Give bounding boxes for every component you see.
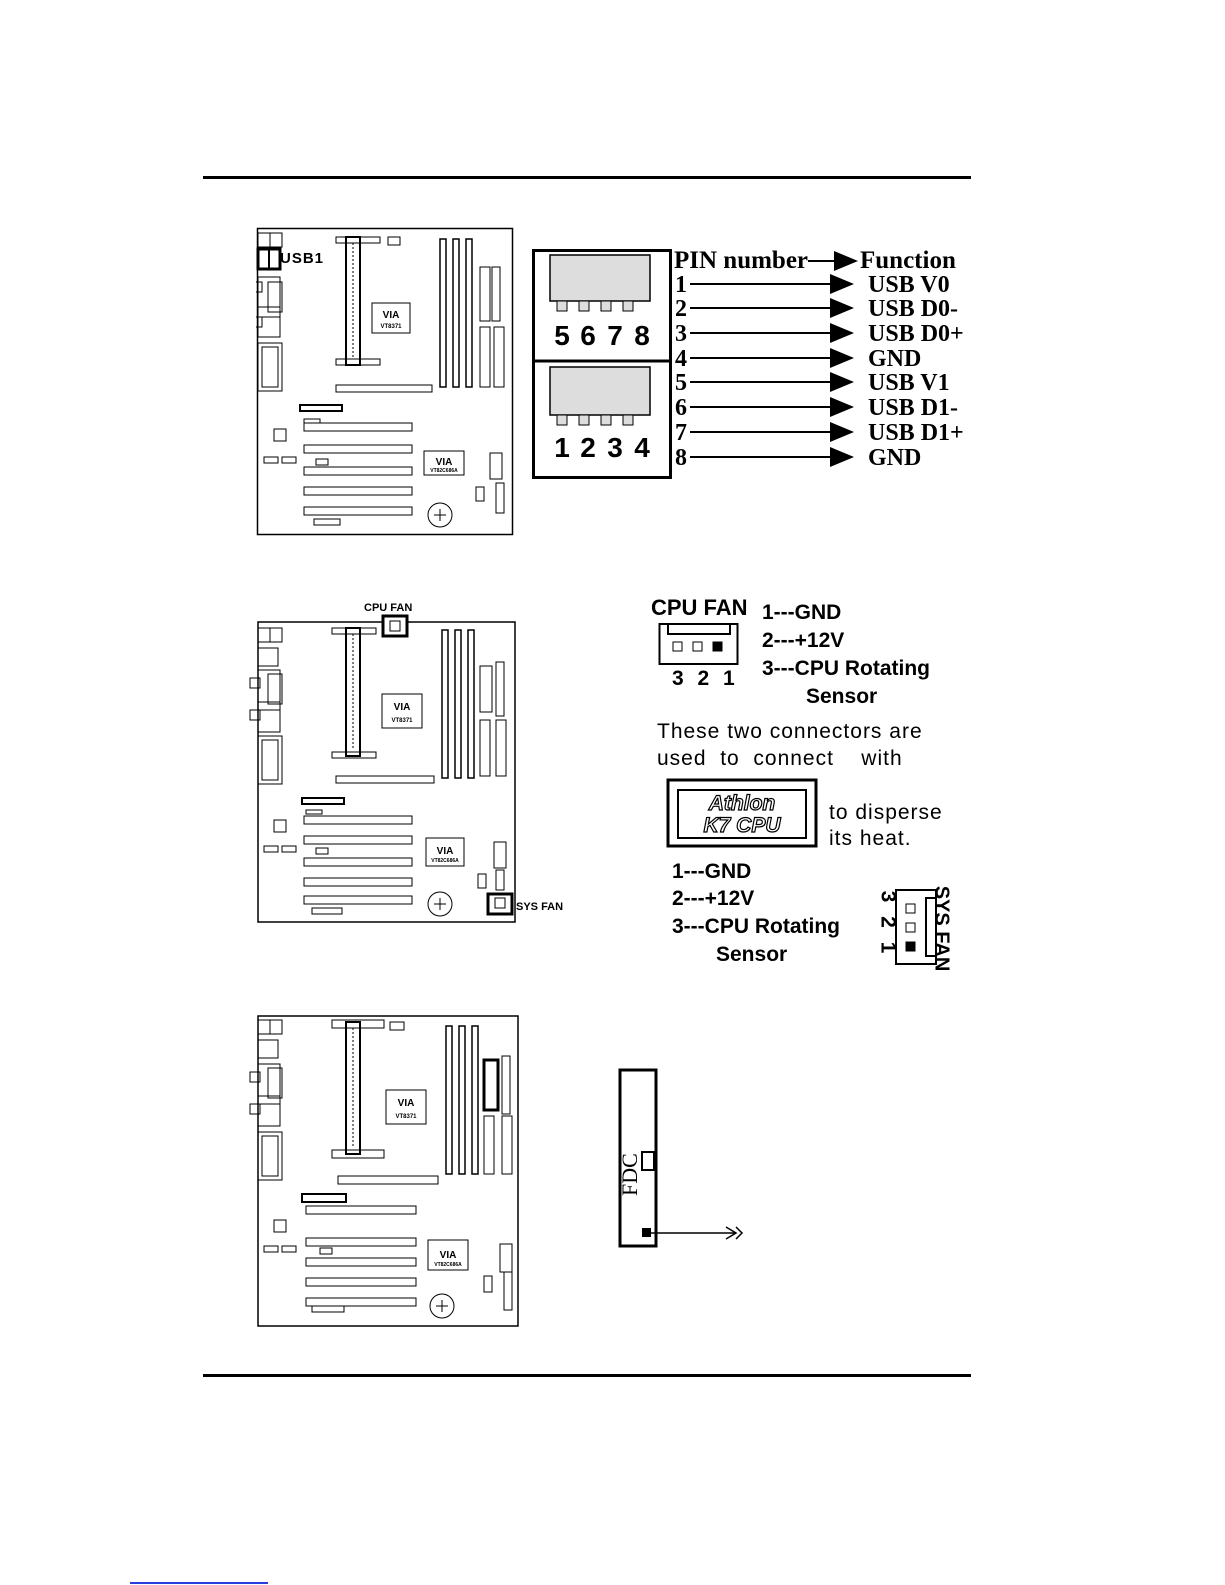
usb-row-7-func: USB D1+ xyxy=(868,420,964,446)
fdc-label: FDC xyxy=(618,1153,642,1196)
cpu-fan-pin-numbers: 3 2 1 xyxy=(672,667,739,690)
south-chip-model: VT82C686A xyxy=(430,468,458,474)
cpu-fan-pin-3: 3---CPU Rotating xyxy=(762,657,930,680)
sys-fan-board-label: SYS FAN xyxy=(516,901,564,913)
cpu-fan-pin-2: 2---+12V xyxy=(762,629,845,652)
usb-pin-function-table: PIN number Function 1 USB V0 2 USB D0- 3… xyxy=(674,247,964,471)
disperse-line-2: its heat. xyxy=(829,827,912,850)
sys-fan-title: SYS FAN xyxy=(930,885,953,972)
north-chip-brand-3: VIA xyxy=(398,1098,415,1109)
usb-row-2-func: USB D0- xyxy=(868,296,958,322)
k7-cpu-label: K7 CPU xyxy=(703,814,781,837)
motherboard-diagram-usb: VIA VT8371 VIA VT82C686A xyxy=(256,227,514,536)
pin-number-header: PIN number xyxy=(674,247,808,274)
footer-link-underline xyxy=(130,1582,268,1584)
usb-row-4-pin: 4 xyxy=(675,346,687,372)
cpu-fan-title: CPU FAN xyxy=(651,595,748,620)
fdc-highlight xyxy=(482,1058,500,1112)
usb-pin-2: 2 xyxy=(580,432,596,463)
usb-row-5-func: USB V1 xyxy=(868,370,950,396)
usb-pin-7: 7 xyxy=(607,320,623,351)
north-chip-brand: VIA xyxy=(383,310,400,321)
motherboard-diagram-fdc: VIA VT8371 VIA VT82C686A xyxy=(249,1015,519,1327)
south-chip-brand-3: VIA xyxy=(440,1250,457,1261)
north-chip-model-2: VT8371 xyxy=(391,718,413,724)
north-chip-model-3: VT8371 xyxy=(395,1114,417,1120)
usb-row-2-pin: 2 xyxy=(675,296,687,322)
top-rule xyxy=(203,176,971,179)
usb-row-6-func: USB D1- xyxy=(868,395,958,421)
usb-row-3-func: USB D0+ xyxy=(868,321,964,347)
south-chip-model-3: VT82C686A xyxy=(434,1262,462,1268)
usb-row-7-pin: 7 xyxy=(675,420,687,446)
usb-pin-8: 8 xyxy=(634,320,650,351)
disperse-line-1: to disperse xyxy=(829,801,943,824)
sys-fan-highlight xyxy=(486,892,514,916)
fan-desc-line-2: used to connect with xyxy=(657,747,903,770)
sys-fan-pin-1: 1---GND xyxy=(672,860,752,883)
function-header: Function xyxy=(860,247,956,274)
usb-pin-5: 5 xyxy=(554,320,570,351)
motherboard-diagram-fans: VIA VT8371 VIA VT82C686A xyxy=(249,614,516,923)
cpu-fan-highlight xyxy=(381,614,409,638)
sys-fan-pin-3: 3---CPU Rotating xyxy=(672,915,840,938)
usb-row-3-pin: 3 xyxy=(675,321,687,347)
usb-row-6-pin: 6 xyxy=(675,395,687,421)
cpu-fan-pin-1: 1---GND xyxy=(762,601,842,624)
sys-fan-pin-2: 2---+12V xyxy=(672,887,755,910)
south-chip-brand-2: VIA xyxy=(437,846,454,857)
usb-row-8-pin: 8 xyxy=(675,445,687,471)
athlon-cpu-badge: Athlon K7 CPU xyxy=(666,778,818,848)
usb-row-4-func: GND xyxy=(868,346,921,372)
south-chip-brand: VIA xyxy=(436,457,453,468)
usb-row-5-pin: 5 xyxy=(675,370,687,396)
bottom-rule xyxy=(203,1374,971,1377)
fan-desc-line-1: These two connectors are xyxy=(657,720,923,743)
fdc-connector-drawing: FDC xyxy=(618,1068,744,1248)
usb1-label: USB1 xyxy=(280,250,325,267)
north-chip-model: VT8371 xyxy=(380,324,402,330)
athlon-label: Athlon xyxy=(708,792,775,815)
usb-row-8-func: GND xyxy=(868,445,921,471)
cpu-fan-board-label: CPU FAN xyxy=(364,602,413,614)
cpu-fan-pin-3-cont: Sensor xyxy=(806,685,878,708)
south-chip-model-2: VT82C686A xyxy=(431,858,459,864)
usb-pin-1: 1 xyxy=(554,432,570,463)
cpu-fan-connector xyxy=(658,623,739,665)
sys-fan-pin-3-cont: Sensor xyxy=(716,943,788,966)
usb-pin-3: 3 xyxy=(607,432,623,463)
usb-connector-drawing: 5 6 7 8 1 2 3 4 xyxy=(532,249,672,479)
sys-fan-connector xyxy=(895,889,937,965)
usb-pin-4: 4 xyxy=(634,432,650,463)
usb-pin-6: 6 xyxy=(580,320,596,351)
north-chip-brand-2: VIA xyxy=(394,702,411,713)
usb-row-1-func: USB V0 xyxy=(868,272,950,298)
usb-row-1-pin: 1 xyxy=(675,272,687,298)
